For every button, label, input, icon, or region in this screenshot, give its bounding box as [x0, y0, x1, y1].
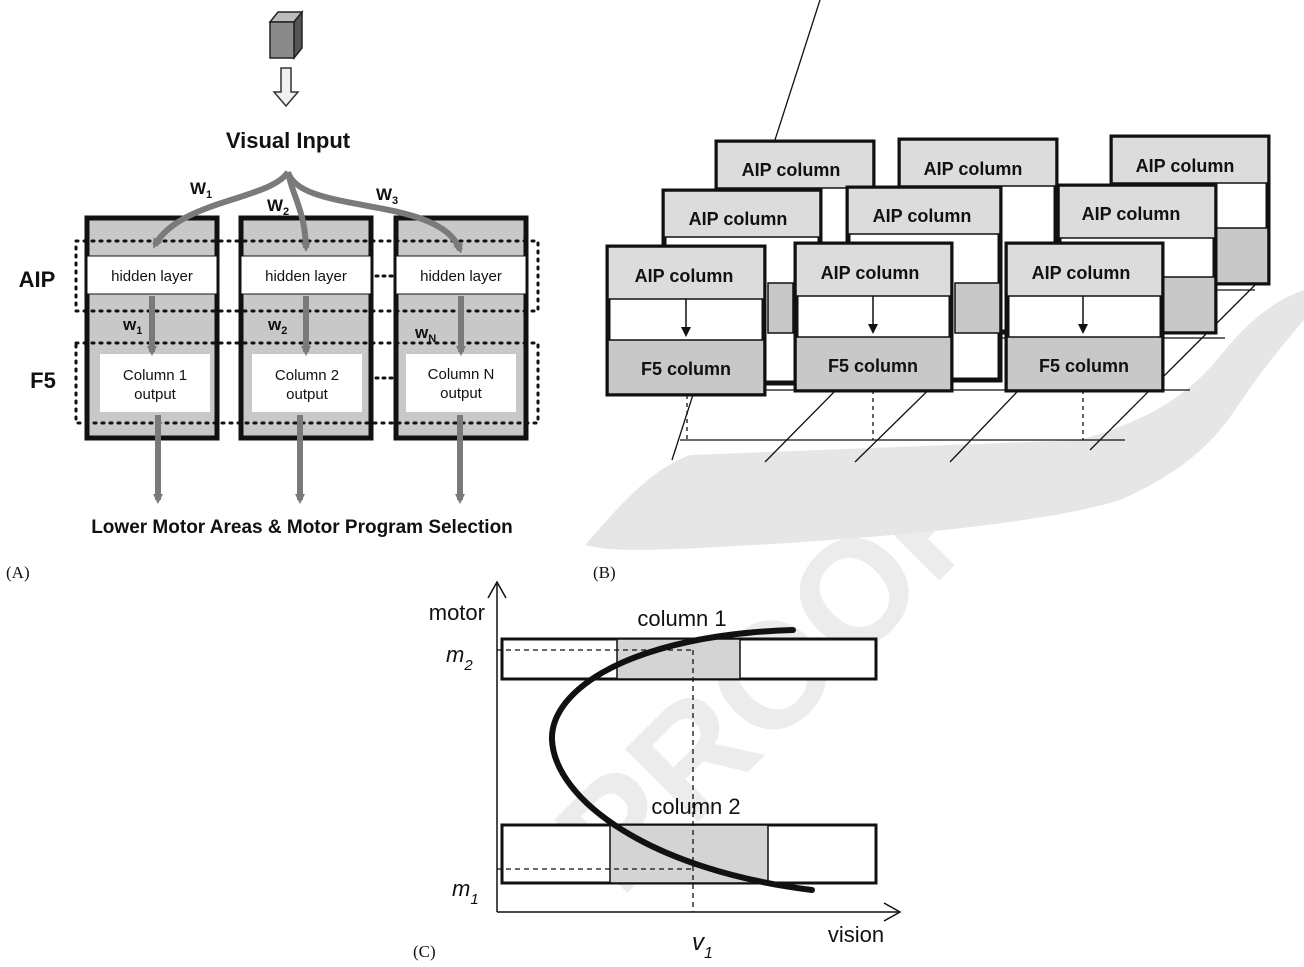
panel-a: Visual Input AIP F5 hidden layer hidden … — [6, 12, 538, 582]
output-label-n-line2: output — [440, 385, 483, 402]
column-2-label: column 2 — [651, 794, 740, 819]
aip-row-label: AIP — [19, 267, 56, 292]
output-label-2-line1: Column 2 — [275, 367, 339, 384]
aip-f5-column-front-1: AIP column F5 column — [608, 247, 764, 394]
f5-column-label: F5 column — [641, 359, 731, 379]
aip-column-label: AIP column — [1082, 204, 1181, 224]
f5-row-label: F5 — [30, 368, 56, 393]
weight-label-w2: W2 — [267, 196, 289, 218]
output-label-1-line1: Column 1 — [123, 367, 187, 384]
hidden-layer-label-n: hidden layer — [420, 268, 502, 285]
panel-c-letter: (C) — [413, 942, 436, 961]
output-label-n-line1: Column N — [428, 366, 495, 383]
f5-column-label: F5 column — [1039, 356, 1129, 376]
cube-icon — [270, 12, 302, 58]
hidden-f5-part — [955, 283, 1000, 333]
output-label-2-line2: output — [286, 386, 329, 403]
hidden-layer-label-2: hidden layer — [265, 268, 347, 285]
visual-input-label: Visual Input — [226, 128, 351, 153]
weight-label-w3: W3 — [376, 185, 398, 207]
aip-column-label: AIP column — [924, 159, 1023, 179]
column-1-label: column 1 — [637, 606, 726, 631]
motor-axis-label: motor — [429, 600, 485, 625]
aip-column-label: AIP column — [742, 160, 841, 180]
aip-column-label: AIP column — [1136, 156, 1235, 176]
panel-b-letter: (B) — [593, 563, 616, 582]
aip-column-label: AIP column — [1032, 263, 1131, 283]
aip-column-label: AIP column — [689, 209, 788, 229]
m1-label: m1 — [452, 876, 479, 908]
weight-label-w1: W1 — [190, 179, 212, 201]
v1-label: v1 — [692, 929, 713, 962]
aip-f5-column-front-3: AIP column F5 column — [1007, 244, 1162, 390]
panel-a-letter: (A) — [6, 563, 30, 582]
aip-column-label: AIP column — [873, 206, 972, 226]
vision-axis-label: vision — [828, 922, 884, 947]
input-down-arrow-icon — [274, 68, 298, 106]
hidden-layer-label-1: hidden layer — [111, 268, 193, 285]
f5-column-label: F5 column — [828, 356, 918, 376]
lower-motor-label: Lower Motor Areas & Motor Program Select… — [91, 517, 513, 538]
panel-b: AIP column AIP column AIP column AIP col… — [585, 0, 1304, 582]
aip-column-label: AIP column — [635, 266, 734, 286]
output-label-1-line2: output — [134, 386, 177, 403]
hidden-f5-part — [768, 283, 793, 333]
m2-label: m2 — [446, 642, 473, 674]
aip-f5-column-front-2: AIP column F5 column — [796, 244, 951, 390]
aip-column-label: AIP column — [821, 263, 920, 283]
